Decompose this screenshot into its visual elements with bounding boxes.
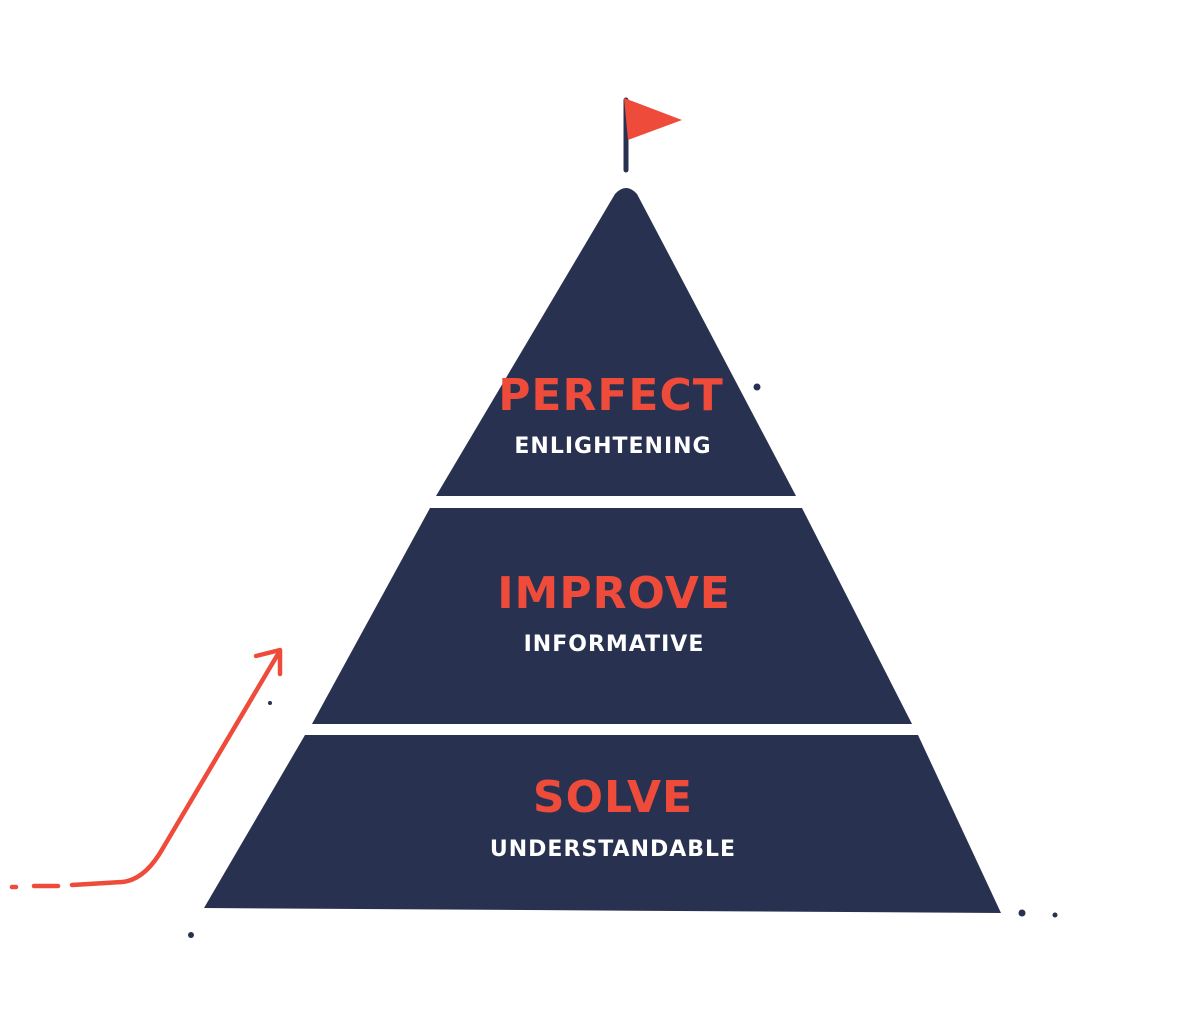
pyramid-tier-top bbox=[436, 188, 796, 496]
pyramid-tier-bottom bbox=[204, 735, 1001, 913]
tier-subtitle: ENLIGHTENING bbox=[514, 434, 711, 459]
decor-dot bbox=[753, 383, 761, 391]
decor-dot bbox=[268, 701, 272, 705]
pyramid-tier-middle bbox=[312, 508, 912, 724]
tier-title: PERFECT bbox=[498, 370, 724, 421]
arrow-up-right-icon bbox=[9, 647, 283, 890]
tier-title: IMPROVE bbox=[497, 568, 731, 619]
decor-dot bbox=[1018, 909, 1026, 917]
decor-dot bbox=[188, 932, 194, 938]
tier-title: SOLVE bbox=[533, 772, 693, 823]
flag-icon bbox=[623, 97, 682, 173]
tier-subtitle: INFORMATIVE bbox=[524, 632, 705, 657]
tier-subtitle: UNDERSTANDABLE bbox=[490, 837, 736, 862]
decor-dot bbox=[1052, 912, 1058, 918]
